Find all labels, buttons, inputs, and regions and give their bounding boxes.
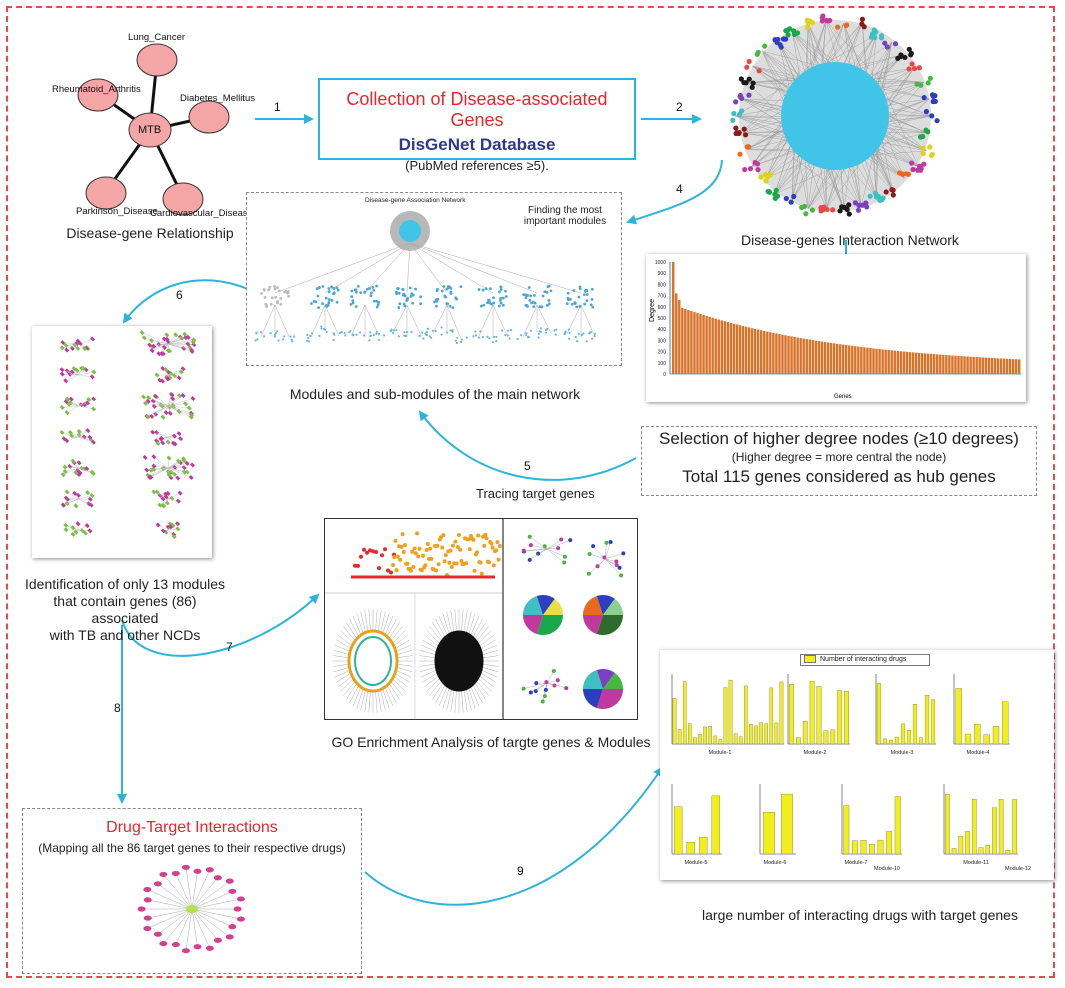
step-8: 8 <box>114 701 121 715</box>
svg-text:800: 800 <box>658 282 667 288</box>
step-2: 2 <box>676 100 683 114</box>
collection-title: Collection of Disease-associated Genes <box>346 89 608 130</box>
diabetes-node <box>188 100 230 134</box>
modules-panel-title: Disease-gene Association Network <box>365 197 466 204</box>
drug-target-box: Drug-Target Interactions (Mapping all th… <box>22 808 362 974</box>
arrow-7 <box>121 593 320 657</box>
step-4: 4 <box>676 182 683 196</box>
module-label: Module-7 <box>845 860 868 866</box>
lung-cancer-node <box>136 43 178 77</box>
modules-note-line1: Finding the most <box>528 205 602 216</box>
selection-box: Selection of higher degree nodes (≥10 de… <box>641 426 1037 496</box>
mtb-node <box>128 112 172 148</box>
disease-graph-nodes <box>77 43 230 216</box>
interaction-network <box>730 13 940 217</box>
database-name: DisGeNet Database <box>398 135 556 154</box>
module-label: Module-3 <box>891 750 914 756</box>
svg-text:100: 100 <box>658 361 667 367</box>
label-rheumatoid: Rheumatoid_Arthritis <box>52 84 141 95</box>
drug-legend: Number of interacting drugs <box>800 654 930 666</box>
module-label: Module-4 <box>967 750 990 756</box>
legend-swatch <box>804 655 816 664</box>
cardio-node <box>162 182 204 216</box>
tracing-label: Tracing target genes <box>476 486 595 501</box>
module-label: Module-6 <box>764 860 787 866</box>
drug-caption: large number of interacting drugs with t… <box>702 907 1018 923</box>
drug-title: Drug-Target Interactions <box>106 819 278 836</box>
go-graphic <box>325 519 626 719</box>
identification-line2: that contain genes (86) associated <box>53 593 197 626</box>
rheumatoid-node <box>77 78 119 112</box>
svg-text:400: 400 <box>658 327 667 333</box>
modules-caption: Modules and sub-modules of the main netw… <box>289 386 581 402</box>
identification-line3: with TB and other NCDs <box>49 627 201 643</box>
drug-subtitle: (Mapping all the 86 target genes to thei… <box>38 841 346 855</box>
go-caption: GO Enrichment Analysis of targte genes &… <box>331 734 651 750</box>
pubmed-note: (PubMed references ≥5). <box>405 158 549 173</box>
module-label: Module-2 <box>804 750 827 756</box>
label-cardio: Cardiovascular_Disease <box>150 208 253 219</box>
modules-grid <box>59 330 197 540</box>
go-panel <box>324 518 638 720</box>
thirteen-modules-panel <box>32 326 212 558</box>
modules-panel: Disease-gene Association Network Finding… <box>246 192 622 366</box>
disease-gene-caption: Disease-gene Relationship <box>66 225 234 241</box>
svg-text:0: 0 <box>663 372 666 378</box>
step-6: 6 <box>176 288 183 302</box>
label-diabetes: Diabetes_Mellitus <box>180 93 255 104</box>
collection-box: Collection of Disease-associated Genes D… <box>318 78 636 173</box>
module-label: Module-11 <box>963 860 989 866</box>
step-1: 1 <box>274 100 281 114</box>
step-5: 5 <box>524 459 531 473</box>
selection-line2: (Higher degree = more central the node) <box>731 450 947 464</box>
arrow-4 <box>626 159 723 225</box>
selection-line3: Total 115 genes considered as hub genes <box>682 467 996 486</box>
svg-text:1000: 1000 <box>655 260 666 266</box>
label-parkinson: Parkinson_Disease <box>76 206 158 217</box>
arrow-6 <box>122 279 251 324</box>
modules-note: Finding the most important modules <box>515 205 615 227</box>
legend-text: Number of interacting drugs <box>820 656 907 663</box>
svg-text:600: 600 <box>658 305 667 311</box>
step-9: 9 <box>517 864 524 878</box>
interaction-network-caption: Disease-genes Interaction Network <box>741 232 959 248</box>
svg-text:500: 500 <box>658 316 667 322</box>
svg-text:300: 300 <box>658 338 667 344</box>
label-mtb: MTB <box>138 124 162 136</box>
step-7: 7 <box>226 640 233 654</box>
selection-line1: Selection of higher degree nodes (≥10 de… <box>659 429 1019 448</box>
parkinson-node <box>85 176 127 210</box>
svg-text:900: 900 <box>658 271 667 277</box>
svg-text:200: 200 <box>658 350 667 356</box>
network-core <box>781 62 889 170</box>
module-label: Module-12 <box>1005 866 1031 872</box>
degree-xlabel: Genes <box>834 394 852 400</box>
identification-text: Identification of only 13 modules that c… <box>20 576 230 644</box>
arrow-9 <box>364 766 664 906</box>
degree-ylabel: Degree <box>649 299 656 322</box>
modules-note-line2: important modules <box>523 216 607 227</box>
module-label: Module-5 <box>685 860 708 866</box>
module-label: Module-10 <box>874 866 900 872</box>
identification-line1: Identification of only 13 modules <box>24 576 225 592</box>
svg-text:700: 700 <box>658 294 667 300</box>
module-label: Module-1 <box>709 750 732 756</box>
drug-network <box>137 864 245 954</box>
modules-graphic <box>254 211 597 345</box>
drug-bars: Module-1 Module-2 Module-3 Module-4Module-5… <box>671 674 1031 872</box>
arrow-5 <box>418 410 637 481</box>
label-lung-cancer: Lung_Cancer <box>128 32 186 43</box>
dashed-border <box>6 6 1055 978</box>
